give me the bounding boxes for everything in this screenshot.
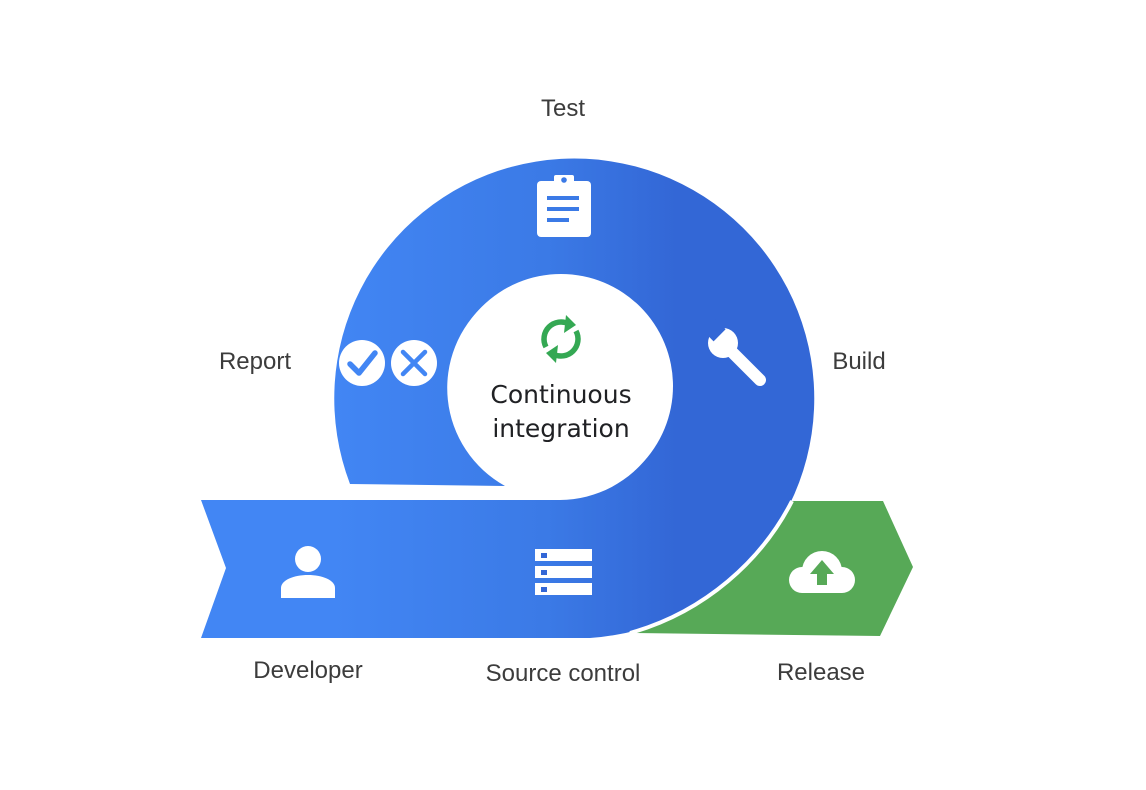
label-build: Build [832, 348, 885, 375]
label-source-control: Source control [486, 660, 641, 687]
clipboard-icon [537, 175, 591, 237]
label-report: Report [219, 348, 291, 375]
ci-loop [201, 158, 815, 639]
loop-edge [629, 500, 794, 635]
cancel-circle-icon [391, 340, 437, 386]
label-test: Test [541, 95, 585, 122]
label-developer: Developer [253, 657, 362, 684]
center-disc [449, 274, 673, 498]
person-icon [281, 546, 335, 598]
server-stack-icon [535, 549, 592, 595]
wrench-icon [703, 319, 766, 386]
sync-icon [541, 315, 581, 363]
label-release: Release [777, 659, 865, 686]
center-title-line1: Continuous [490, 380, 631, 409]
cloud-upload-icon [789, 551, 855, 593]
check-circle-icon [339, 340, 385, 386]
center-title-line2: integration [492, 414, 629, 443]
